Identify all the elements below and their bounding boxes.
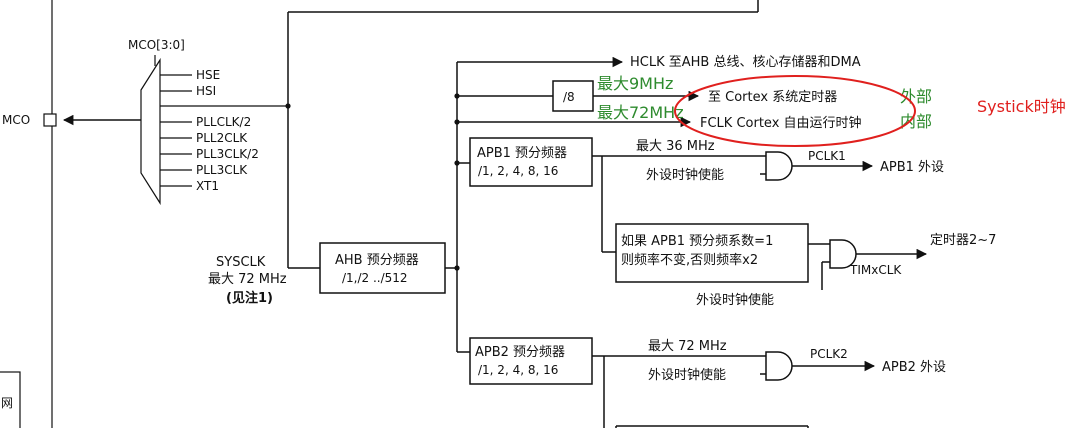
cortex-timer-label: 至 Cortex 系统定时器 xyxy=(708,90,837,105)
apb2-max: 最大 72 MHz xyxy=(648,339,727,354)
timer-multiplier-box xyxy=(615,223,809,283)
apb1-enable-label: 外设时钟使能 xyxy=(646,167,724,183)
sysclk-max: 最大 72 MHz xyxy=(208,272,287,287)
mco-input-pll3clk2: PLL3CLK/2 xyxy=(196,147,259,161)
apb1-and-gate xyxy=(765,151,793,181)
apb2-prescaler-box xyxy=(469,337,593,385)
mco-input-hsi: HSI xyxy=(196,84,216,98)
timer-and-gate xyxy=(829,239,857,269)
apb2-prescaler-title: APB2 预分频器 xyxy=(475,345,565,360)
annotation-internal: 内部 xyxy=(900,112,932,131)
sysclk-junction-dot xyxy=(285,103,291,109)
ahb-prescaler-box xyxy=(319,242,446,294)
timer-cond-line1: 如果 APB1 预分频系数=1 xyxy=(621,233,773,249)
ahb-prescaler-title: AHB 预分频器 xyxy=(335,253,419,268)
systick-highlight-ellipse xyxy=(674,75,916,147)
sysclk-label: SYSCLK xyxy=(216,255,266,270)
ahb-prescaler-ratios: /1,/2 ../512 xyxy=(342,271,408,285)
timer-out-label: 定时器2~7 xyxy=(930,233,996,248)
fclk-label: FCLK Cortex 自由运行时钟 xyxy=(700,115,862,131)
pclk1-label: PCLK1 xyxy=(808,149,846,163)
apb1-prescaler-box xyxy=(469,137,593,187)
apb2-enable-label: 外设时钟使能 xyxy=(648,367,726,383)
apb1-prescaler-ratios: /1, 2, 4, 8, 16 xyxy=(478,164,558,178)
hclk-label: HCLK 至AHB 总线、核心存储器和DMA xyxy=(630,55,861,70)
mco-select-label: MCO[3:0] xyxy=(128,38,185,52)
mco-mux xyxy=(140,57,161,206)
mco-pin xyxy=(43,113,57,127)
apb2-prescaler-ratios: /1, 2, 4, 8, 16 xyxy=(478,363,558,377)
apb1-out-label: APB1 外设 xyxy=(880,160,944,175)
apb1-max: 最大 36 MHz xyxy=(636,139,715,154)
timxclk-label: TIMxCLK xyxy=(849,263,902,277)
pclk2-label: PCLK2 xyxy=(810,347,848,361)
div8-label: /8 xyxy=(563,90,575,104)
mco-pin-label: MCO xyxy=(2,113,30,127)
sysclk-note: (见注1) xyxy=(226,290,273,306)
mco-input-pll2clk: PLL2CLK xyxy=(196,131,248,145)
mco-input-pllclk2: PLLCLK/2 xyxy=(196,115,251,129)
annotation-systick: Systick时钟 xyxy=(977,97,1066,116)
left-corner-text: 网 xyxy=(1,396,13,410)
mco-input-hse: HSE xyxy=(196,68,220,82)
apb1-prescaler-title: APB1 预分频器 xyxy=(477,146,567,161)
div8-box xyxy=(552,80,594,112)
mco-input-xt1: XT1 xyxy=(196,179,219,193)
apb2-out-label: APB2 外设 xyxy=(882,360,946,375)
timer-enable-label: 外设时钟使能 xyxy=(696,292,774,308)
timer-cond-line2: 则频率不变,否则频率x2 xyxy=(621,252,758,268)
apb2-and-gate xyxy=(765,351,793,381)
annotation-max-9mhz: 最大9MHz xyxy=(597,74,673,93)
annotation-external: 外部 xyxy=(900,87,932,106)
left-corner-box xyxy=(0,371,21,428)
mco-input-lines xyxy=(160,74,192,187)
annotation-max-72mhz: 最大72MHz xyxy=(597,103,684,122)
mco-input-pll3clk: PLL3CLK xyxy=(196,163,248,177)
